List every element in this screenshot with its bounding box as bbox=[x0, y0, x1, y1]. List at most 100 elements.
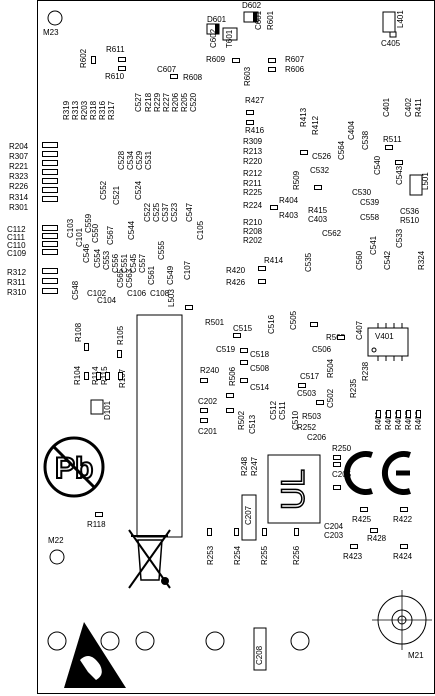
label-r505: R505 bbox=[326, 333, 346, 342]
label-r226: R226 bbox=[9, 182, 29, 191]
label-r210: R210 bbox=[243, 218, 263, 227]
label-c540: C540 bbox=[373, 155, 382, 175]
large-ic-block bbox=[136, 314, 183, 538]
label-c514: C514 bbox=[250, 383, 270, 392]
label-c547: C547 bbox=[185, 202, 194, 222]
label-c405: C405 bbox=[381, 39, 401, 48]
label-c512: C512 bbox=[269, 400, 278, 420]
label-r502: R502 bbox=[237, 410, 246, 430]
label-r312: R312 bbox=[7, 268, 27, 277]
label-r104: R104 bbox=[73, 365, 82, 385]
label-r202: R202 bbox=[243, 236, 263, 245]
label-c558: C558 bbox=[360, 213, 380, 222]
label-r301: R301 bbox=[9, 203, 29, 212]
svg-text:UL: UL bbox=[275, 469, 311, 510]
label-r324: R324 bbox=[417, 250, 426, 270]
mounting-hole-m23 bbox=[47, 10, 63, 26]
label-c403: C403 bbox=[308, 215, 328, 224]
label-c505: C505 bbox=[289, 310, 298, 330]
label-c564: C564 bbox=[337, 140, 346, 160]
ul-mark-box bbox=[267, 454, 321, 524]
label-c542: C542 bbox=[383, 250, 392, 270]
label-c520: C520 bbox=[189, 92, 198, 112]
label-c557: C557 bbox=[138, 253, 147, 273]
label-r247: R247 bbox=[250, 456, 259, 476]
label-r235: R235 bbox=[349, 378, 358, 398]
ul-mark: UL bbox=[274, 468, 312, 510]
label-r608: R608 bbox=[183, 73, 203, 82]
label-m23: M23 bbox=[43, 28, 59, 37]
label-t601: T601 bbox=[225, 29, 234, 48]
label-c546: C546 bbox=[82, 243, 91, 263]
label-r118: R118 bbox=[87, 520, 106, 529]
label-r309: R309 bbox=[243, 137, 263, 146]
label-r248: R248 bbox=[240, 456, 249, 476]
label-r314: R314 bbox=[9, 193, 29, 202]
label-r224: R224 bbox=[243, 201, 263, 210]
label-r403: R403 bbox=[279, 211, 299, 220]
label-v401: V401 bbox=[375, 332, 394, 341]
label-c524: C524 bbox=[134, 180, 143, 200]
label-d602: D602 bbox=[242, 1, 262, 10]
label-r252: R252 bbox=[297, 423, 317, 432]
label-c401: C401 bbox=[382, 97, 391, 117]
label-r211: R211 bbox=[243, 179, 262, 188]
label-c565: C565 bbox=[116, 268, 125, 288]
label-c104: C104 bbox=[97, 296, 117, 305]
diode-d602 bbox=[243, 11, 259, 23]
label-c544: C544 bbox=[127, 220, 136, 240]
diode-d602-band bbox=[253, 12, 257, 22]
label-c560: C560 bbox=[355, 250, 364, 270]
label-c102: C102 bbox=[87, 289, 107, 298]
label-c207: C207 bbox=[244, 505, 253, 525]
label-c523: C523 bbox=[170, 202, 179, 222]
label-c534: C534 bbox=[126, 150, 135, 170]
label-c552: C552 bbox=[99, 180, 108, 200]
label-c541: C541 bbox=[369, 235, 378, 255]
label-c519: C519 bbox=[216, 345, 236, 354]
label-r225: R225 bbox=[243, 188, 263, 197]
label-c513: C513 bbox=[248, 414, 257, 434]
label-l503: L503 bbox=[167, 289, 176, 307]
label-r609: R609 bbox=[206, 55, 226, 64]
label-r255: R255 bbox=[260, 545, 269, 565]
label-c567: C567 bbox=[106, 225, 115, 245]
label-r238: R238 bbox=[361, 361, 370, 381]
label-c202: C202 bbox=[198, 397, 218, 406]
label-r206: R206 bbox=[171, 92, 180, 112]
label-c206: C206 bbox=[307, 433, 327, 442]
label-c201: C201 bbox=[198, 427, 218, 436]
label-r204: R204 bbox=[9, 142, 29, 151]
label-c517: C517 bbox=[300, 372, 320, 381]
label-r227: R227 bbox=[162, 92, 171, 112]
label-c561: C561 bbox=[147, 265, 156, 285]
label-c518: C518 bbox=[250, 350, 270, 359]
hole-bottom-1 bbox=[47, 631, 67, 651]
label-c562: C562 bbox=[322, 229, 342, 238]
label-r423: R423 bbox=[343, 552, 363, 561]
label-r221: R221 bbox=[9, 162, 29, 171]
label-r319: R319 bbox=[62, 100, 71, 120]
label-c205: C205 bbox=[332, 470, 352, 479]
label-r205: R205 bbox=[180, 92, 189, 112]
weee-bin-icon bbox=[128, 529, 171, 589]
label-r501: R501 bbox=[205, 318, 225, 327]
label-m21: M21 bbox=[408, 651, 424, 660]
label-r420: R420 bbox=[226, 266, 246, 275]
label-r105: R105 bbox=[116, 325, 125, 345]
label-r253: R253 bbox=[206, 545, 215, 565]
label-d101: D101 bbox=[103, 400, 112, 420]
ic-v401-pin1 bbox=[371, 347, 377, 353]
label-r503: R503 bbox=[302, 412, 322, 421]
label-c528: C528 bbox=[117, 150, 126, 170]
label-c526: C526 bbox=[312, 152, 332, 161]
label-r422: R422 bbox=[393, 515, 413, 524]
label-r256: R256 bbox=[292, 545, 301, 565]
label-c549: C549 bbox=[166, 265, 175, 285]
label-c106: C106 bbox=[127, 289, 147, 298]
label-c506: C506 bbox=[312, 345, 332, 354]
label-r313: R313 bbox=[71, 100, 80, 120]
label-r213: R213 bbox=[243, 147, 263, 156]
label-r414: R414 bbox=[264, 256, 284, 265]
